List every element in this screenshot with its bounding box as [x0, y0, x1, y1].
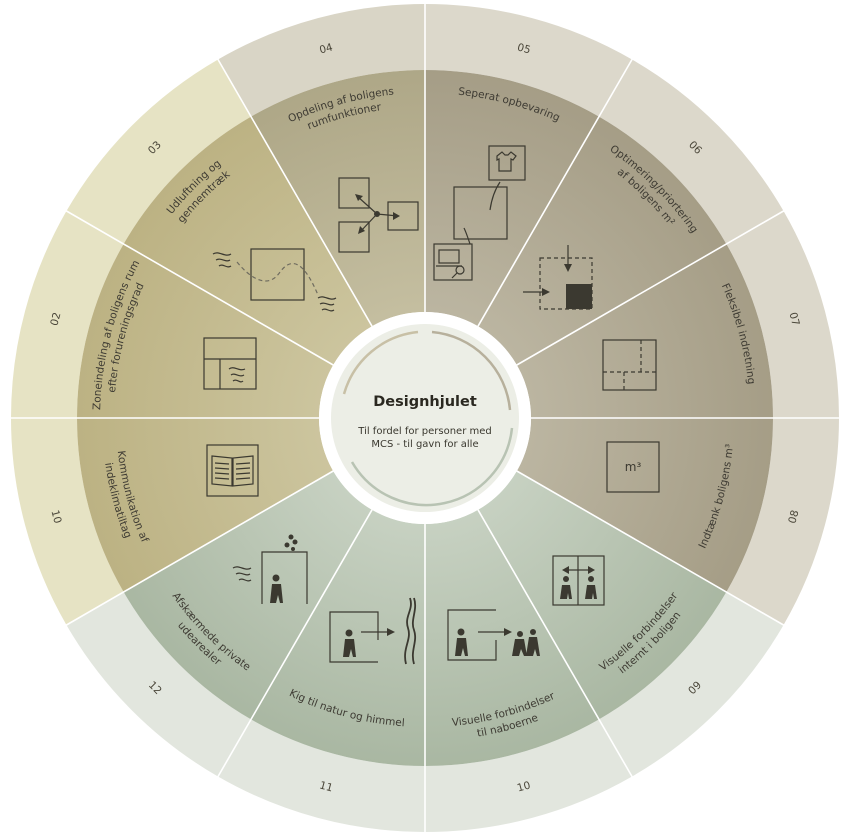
inner-ring [77, 70, 773, 766]
inner-sector-10 [77, 244, 334, 418]
inner-sector-6 [425, 509, 599, 766]
sector-divider [516, 470, 786, 627]
inner-sector-8 [123, 471, 372, 720]
room-division-icon [338, 177, 419, 253]
ventilation-icon [212, 248, 337, 312]
outer-sector-4 [726, 418, 839, 625]
inner-sector-5 [478, 471, 727, 720]
segment-number: 11 [318, 779, 334, 794]
inner-sector-7 [251, 509, 425, 766]
center-subtitle-line2: MCS - til gavn for alle [371, 439, 478, 450]
segment-number: 07 [786, 311, 801, 327]
sector-divider [477, 57, 634, 327]
m3-label: m³ [625, 460, 642, 474]
inner-sector-3 [516, 244, 773, 418]
outer-ring [11, 4, 839, 832]
internal-visual-icon [552, 555, 605, 606]
sector-divider [64, 209, 334, 366]
sector-divider [477, 509, 634, 779]
outer-sector-11 [66, 59, 251, 244]
outer-sector-1 [425, 4, 632, 117]
segment-number: 10 [48, 509, 63, 525]
flexible-layout-icon [602, 339, 657, 391]
center-subtitle-line1: Til fordel for personer med [357, 426, 491, 437]
segment-number: 08 [786, 509, 801, 525]
inner-sector-12 [251, 70, 425, 327]
inner-sector-1 [425, 70, 599, 327]
segment-number: 04 [318, 41, 334, 56]
segment-number: 02 [48, 311, 63, 327]
sector-divider [216, 57, 373, 327]
segment-number: 05 [516, 41, 532, 56]
outer-sector-3 [726, 211, 839, 418]
outer-sector-7 [218, 719, 425, 832]
volume-m3-icon: m³ [606, 441, 660, 493]
zoning-icon [203, 337, 257, 390]
dividers [9, 2, 841, 834]
inner-sector-11 [123, 116, 372, 365]
book-icon [206, 444, 259, 497]
inner-sector-9 [77, 418, 334, 592]
outer-sector-12 [218, 4, 425, 117]
center-title: Designhjulet [373, 394, 477, 410]
outer-sector-2 [599, 59, 784, 244]
sector-divider [516, 209, 786, 366]
outer-sector-6 [425, 719, 632, 832]
outer-sector-10 [11, 211, 124, 418]
nature-view-icon [329, 597, 417, 665]
outer-sector-9 [11, 418, 124, 625]
sector-divider [216, 509, 373, 779]
neighbour-visual-icon [447, 609, 540, 661]
outer-sector-5 [599, 592, 784, 777]
sector-divider [64, 470, 334, 627]
inner-sector-4 [516, 418, 773, 592]
storage-icon [433, 145, 526, 281]
optimize-space-icon [523, 245, 593, 310]
outer-sector-8 [66, 592, 251, 777]
segment-number: 10 [516, 779, 532, 794]
center-hub: Designhjulet Til fordel for personer med… [319, 312, 531, 524]
private-outdoor-icon [232, 534, 308, 604]
